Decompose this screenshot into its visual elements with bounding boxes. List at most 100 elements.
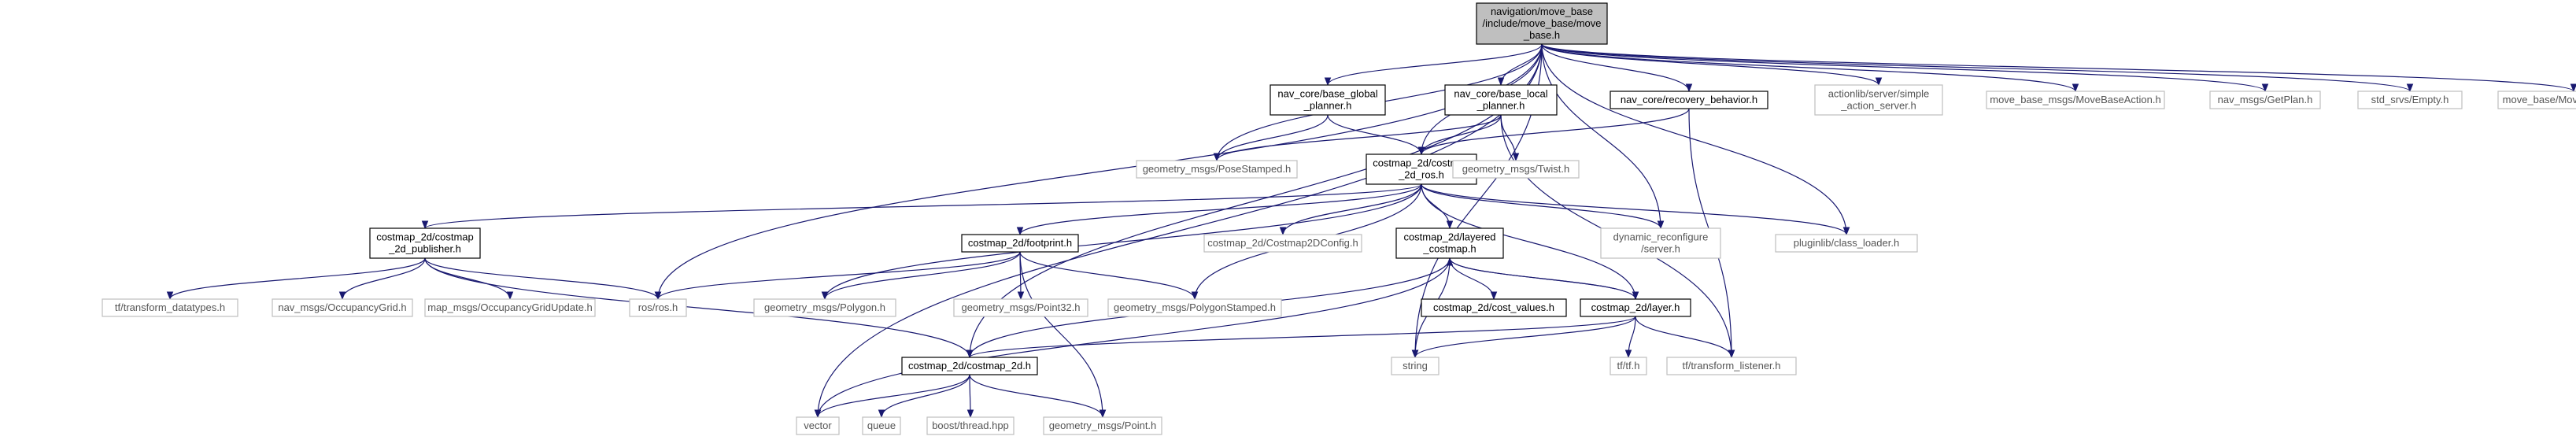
- edge-publisher-to-rosh: [424, 257, 662, 301]
- node-layered[interactable]: costmap_2d/layered_costmap.h: [1395, 227, 1504, 259]
- node-label: nav_msgs/OccupancyGrid.h: [278, 301, 406, 313]
- node-box: [1600, 227, 1721, 259]
- node-box: [2209, 91, 2321, 109]
- node-label: costmap_2d/layered: [1403, 231, 1495, 243]
- edge-layered-to-vector: [814, 257, 1451, 419]
- node-nav_recovery[interactable]: nav_core/recovery_behavior.h: [1610, 91, 1768, 109]
- edge-costmap_ros-to-polygon: [821, 183, 1422, 301]
- node-box: [1775, 234, 1918, 253]
- node-label: costmap_2d/cost_values.h: [1433, 301, 1554, 313]
- node-posestamped: geometry_msgs/PoseStamped.h: [1136, 160, 1298, 179]
- edge-root-to-classloader: [1541, 43, 1850, 236]
- node-label: vector: [804, 420, 832, 431]
- node-label: _costmap.h: [1422, 243, 1476, 255]
- edge-nav_recovery-to-costmap_ros: [1417, 108, 1690, 156]
- node-box: [1476, 2, 1608, 45]
- node-polygon: geometry_msgs/Polygon.h: [753, 298, 896, 317]
- node-queue: queue: [862, 416, 901, 435]
- node-box: [424, 298, 596, 317]
- node-label: costmap_2d/Costmap2DConfig.h: [1207, 237, 1358, 249]
- node-point: geometry_msgs/Point.h: [1043, 416, 1162, 435]
- edge-costmap2d-to-queue: [878, 374, 970, 419]
- node-label: nav_core/base_local: [1454, 88, 1547, 100]
- edge-footprint-to-polygon: [821, 251, 1021, 301]
- node-box: [1580, 298, 1691, 317]
- edge-publisher-to-tftypes: [166, 257, 426, 301]
- node-box: [2357, 91, 2463, 109]
- node-box: [369, 227, 481, 259]
- node-box: [1666, 357, 1797, 375]
- node-footprint[interactable]: costmap_2d/footprint.h: [961, 234, 1079, 253]
- node-label: costmap_2d/layer.h: [1591, 301, 1680, 313]
- node-c2dconfig: costmap_2d/Costmap2DConfig.h: [1203, 234, 1362, 253]
- node-publisher[interactable]: costmap_2d/costmap_2d_publisher.h: [369, 227, 481, 259]
- node-box: [1391, 357, 1440, 375]
- node-label: ros/ros.h: [638, 301, 678, 313]
- edge-nav_local-to-posestamped: [1213, 114, 1502, 162]
- edge-root-to-mbconfig: [1541, 43, 2576, 93]
- node-box: [961, 234, 1079, 253]
- node-label: _planner.h: [1476, 100, 1525, 112]
- node-label: tf/transform_listener.h: [1683, 360, 1781, 372]
- node-label: string: [1403, 360, 1428, 372]
- node-box: [1986, 91, 2165, 109]
- node-box: [926, 416, 1015, 435]
- node-label: costmap_2d/footprint.h: [968, 237, 1072, 249]
- edge-costmap2d-to-point: [969, 374, 1107, 419]
- edge-nav_local-to-twist: [1500, 114, 1520, 162]
- node-box: [1444, 84, 1558, 116]
- node-label: navigation/move_base: [1491, 6, 1593, 17]
- node-box: [1136, 160, 1298, 179]
- node-tflistener: tf/transform_listener.h: [1666, 357, 1797, 375]
- node-label: boost/thread.hpp: [932, 420, 1009, 431]
- node-box: [796, 416, 840, 435]
- node-label: std_srvs/Empty.h: [2371, 94, 2449, 105]
- node-box: [1043, 416, 1162, 435]
- node-box: [1452, 160, 1580, 179]
- node-tftypes: tf/transform_datatypes.h: [102, 298, 238, 317]
- node-occupdate: map_msgs/OccupancyGridUpdate.h: [424, 298, 596, 317]
- node-tftf: tf/tf.h: [1610, 357, 1647, 375]
- node-box: [1107, 298, 1282, 317]
- node-costmap2d[interactable]: costmap_2d/costmap_2d.h: [901, 357, 1038, 375]
- node-label: _planner.h: [1303, 100, 1352, 112]
- node-label: costmap_2d/costmap_2d.h: [908, 360, 1031, 372]
- node-getplan: nav_msgs/GetPlan.h: [2209, 91, 2321, 109]
- node-point32: geometry_msgs/Point32.h: [953, 298, 1088, 317]
- edge-publisher-to-occgrid: [338, 257, 426, 301]
- node-layer[interactable]: costmap_2d/layer.h: [1580, 298, 1691, 317]
- node-box: [953, 298, 1088, 317]
- edge-costmap_ros-to-dynreconf: [1421, 183, 1665, 230]
- node-mbconfig: move_base/MoveBaseConfig.h: [2497, 91, 2576, 109]
- node-nav_global[interactable]: nav_core/base_global_planner.h: [1270, 84, 1386, 116]
- node-actionlib: actionlib/server/simple_action_server.h: [1814, 84, 1943, 116]
- node-box: [1395, 227, 1504, 259]
- node-costvalues[interactable]: costmap_2d/cost_values.h: [1421, 298, 1567, 317]
- node-empty: std_srvs/Empty.h: [2357, 91, 2463, 109]
- edge-costmap2d-to-vector: [814, 374, 970, 419]
- node-twist: geometry_msgs/Twist.h: [1452, 160, 1580, 179]
- edge-nav_global-to-costmap_ros: [1327, 114, 1425, 156]
- node-label: costmap_2d/costmap: [376, 231, 474, 243]
- node-box: [272, 298, 413, 317]
- node-box: [1814, 84, 1943, 116]
- edge-nav_global-to-posestamped: [1213, 114, 1329, 162]
- node-root[interactable]: navigation/move_base/include/move_base/m…: [1476, 2, 1608, 45]
- node-label: nav_core/base_global: [1277, 88, 1377, 100]
- node-box: [2497, 91, 2576, 109]
- edge-root-to-nav_recovery: [1541, 43, 1693, 93]
- node-label: nav_core/recovery_behavior.h: [1621, 94, 1757, 105]
- edge-layer-to-tflistener: [1635, 316, 1735, 359]
- node-box: [901, 357, 1038, 375]
- node-label: /include/move_base/move: [1482, 17, 1601, 29]
- edge-root-to-vector: [814, 43, 1543, 419]
- node-label: move_base/MoveBaseConfig.h: [2503, 94, 2576, 105]
- edge-publisher-to-occupdate: [424, 257, 514, 301]
- node-rosh: ros/ros.h: [629, 298, 687, 317]
- node-classloader: pluginlib/class_loader.h: [1775, 234, 1918, 253]
- node-nav_local[interactable]: nav_core/base_local_planner.h: [1444, 84, 1558, 116]
- node-string: string: [1391, 357, 1440, 375]
- node-label: actionlib/server/simple: [1828, 88, 1930, 100]
- edge-costmap_ros-to-publisher: [422, 183, 1422, 230]
